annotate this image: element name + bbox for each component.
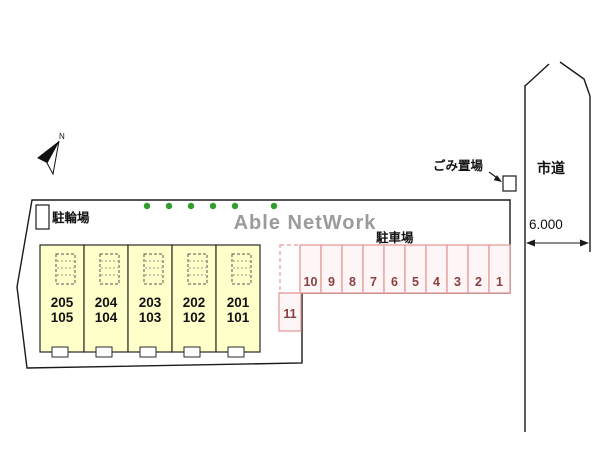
compass-needle-light (46, 140, 60, 176)
bicycle-parking: 駐輪場 (35, 204, 90, 230)
parking-lot-label: 駐車場 (376, 230, 414, 245)
tree-dot (209, 202, 217, 210)
road-width-value: 6.000 (529, 217, 563, 232)
entry-porch (183, 346, 201, 358)
unit-number-lower: 103 (139, 310, 162, 325)
parking-space-7: 7 (362, 244, 385, 294)
road-width-dimension: 6.000 (526, 217, 589, 247)
parking-space-11: 11 (278, 292, 302, 332)
road-corner-right (559, 61, 591, 97)
stall-number: 10 (304, 275, 318, 289)
parking-space-3: 3 (446, 244, 469, 294)
parking-space-8: 8 (341, 244, 364, 294)
tree-dot (187, 202, 195, 210)
dimension-arrow-left (526, 239, 535, 247)
unit-202-102: 202 102 (171, 244, 217, 358)
stall-number: 3 (454, 275, 461, 289)
stall-number: 9 (328, 275, 335, 289)
tree-dot (270, 202, 278, 210)
stall-number: 6 (391, 275, 398, 289)
stall-number: 11 (283, 307, 296, 321)
bicycle-parking-label: 駐輪場 (52, 210, 90, 225)
landscape-dots (143, 202, 278, 210)
entry-porch (51, 346, 69, 358)
parking-space-2: 2 (467, 244, 490, 294)
stair-symbol (99, 253, 120, 285)
unit-outline (83, 244, 129, 353)
city-road-label: 市道 (537, 160, 565, 176)
stall-number: 7 (370, 275, 377, 289)
unit-number-lower: 105 (51, 310, 74, 325)
parking-space-9: 9 (320, 244, 343, 294)
parking-space-1: 1 (488, 244, 511, 294)
unit-outline (215, 244, 261, 353)
stall-number: 5 (412, 275, 419, 289)
unit-outline (39, 244, 85, 353)
brand-label: Able NetWork (234, 212, 377, 234)
unit-201-101: 201 101 (215, 244, 261, 358)
bicycle-parking-box (35, 204, 50, 230)
stall-number: 8 (349, 275, 356, 289)
unit-number-lower: 102 (183, 310, 206, 325)
unit-203-103: 203 103 (127, 244, 173, 358)
compass-needle-dark (37, 141, 59, 163)
unit-number-lower: 101 (227, 310, 250, 325)
stair-symbol (231, 253, 252, 285)
road-corner-upper (524, 63, 550, 87)
stall-number: 2 (475, 275, 482, 289)
parking-space-10: 10 (299, 244, 322, 294)
apartment-building: 205 105 204 104 203 103 (39, 244, 261, 358)
stall-number: 4 (433, 275, 440, 289)
entry-porch (95, 346, 113, 358)
garbage-station-label: ごみ置場 (433, 158, 484, 173)
parking-space-5: 5 (404, 244, 427, 294)
stair-symbol (187, 253, 208, 285)
tree-dot (165, 202, 173, 210)
parking-space-6: 6 (383, 244, 406, 294)
unit-outline (127, 244, 173, 353)
unit-204-104: 204 104 (83, 244, 129, 358)
stair-symbol (143, 253, 164, 285)
compass-north-icon: N (37, 132, 65, 176)
unit-outline (171, 244, 217, 353)
compass-north-label: N (59, 132, 65, 141)
stall-number: 1 (496, 275, 503, 289)
garbage-arrow-head (493, 175, 502, 182)
entry-porch (139, 346, 157, 358)
road: 市道 6.000 (524, 61, 591, 432)
stall-outline (488, 244, 511, 294)
parking-lot: 駐車場 10 9 8 7 6 5 4 (278, 230, 511, 332)
unit-number-upper: 204 (95, 295, 118, 310)
unit-number-lower: 104 (95, 310, 118, 325)
unit-number-upper: 205 (51, 295, 74, 310)
unit-number-upper: 202 (183, 295, 206, 310)
dimension-arrow-right (580, 239, 589, 247)
entry-porch (227, 346, 245, 358)
stair-symbol (55, 253, 76, 285)
garbage-station: ごみ置場 (433, 158, 517, 192)
unit-205-105: 205 105 (39, 244, 85, 358)
unit-number-upper: 201 (227, 295, 250, 310)
stall-outline (278, 292, 302, 332)
garbage-station-box (502, 175, 517, 192)
tree-dot (231, 202, 239, 210)
tree-dot (143, 202, 151, 210)
unit-number-upper: 203 (139, 295, 162, 310)
parking-space-4: 4 (425, 244, 448, 294)
